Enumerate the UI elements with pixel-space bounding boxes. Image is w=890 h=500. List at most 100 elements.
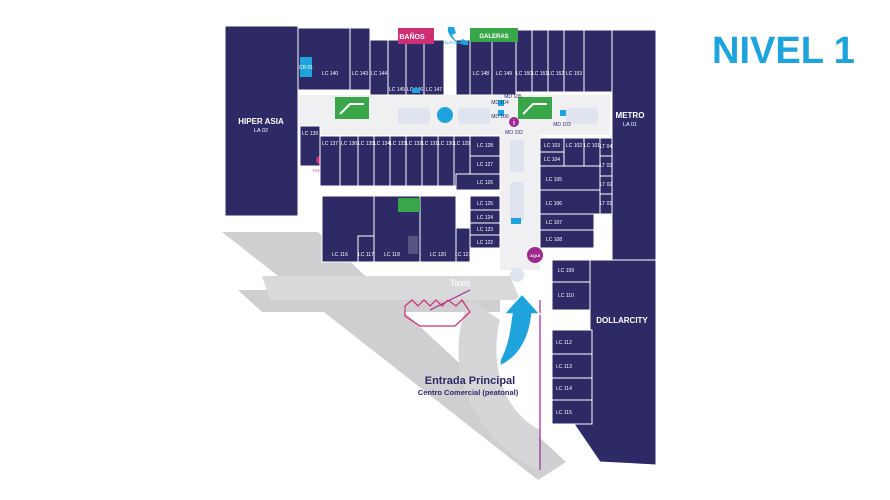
lt-column: LT 04 LT 03 LT 02 LT 01 [599, 137, 613, 215]
store-lc-126[interactable] [455, 173, 501, 191]
modules: MD 105 MD 104 MD 106 MD 103 MO 102 i [491, 94, 571, 136]
svg-text:LT 03: LT 03 [600, 163, 613, 169]
svg-text:LC 148: LC 148 [473, 71, 489, 77]
svg-text:TELÉFONO: TELÉFONO [443, 40, 462, 45]
store-lt-01[interactable] [599, 193, 613, 215]
svg-text:LC 149: LC 149 [496, 71, 512, 77]
svg-text:LC 117: LC 117 [358, 252, 374, 258]
escalator-icon-west [335, 97, 369, 119]
svg-text:MD 106: MD 106 [491, 114, 509, 120]
svg-text:MD 104: MD 104 [491, 100, 509, 106]
store-lc-151[interactable] [531, 29, 549, 93]
svg-text:LC 104: LC 104 [544, 157, 560, 163]
you-are-here-marker: AQUÍ [527, 247, 543, 263]
svg-text:LC 123: LC 123 [477, 227, 493, 233]
svg-text:LC 135: LC 135 [358, 141, 374, 147]
elevator-icon [408, 236, 418, 254]
svg-text:LC 105: LC 105 [546, 177, 562, 183]
info-icon[interactable] [509, 117, 519, 127]
svg-text:i: i [513, 120, 515, 127]
svg-text:LC 153: LC 153 [566, 71, 582, 77]
svg-text:MO 102: MO 102 [505, 130, 523, 136]
restroom-icon [398, 198, 420, 212]
svg-text:LA 02: LA 02 [254, 128, 268, 134]
store-lc-120[interactable] [419, 195, 457, 263]
svg-text:LC 124: LC 124 [477, 215, 493, 221]
block-lc-128-126: LC 128 LC 127 LC 126 [455, 135, 501, 191]
store-lc-149[interactable] [491, 39, 517, 96]
store-hiper-asia[interactable]: HIPER ASIA LA 02 [224, 25, 299, 217]
store-lc-110[interactable] [551, 281, 591, 311]
svg-text:LC 122: LC 122 [477, 240, 493, 246]
svg-text:BAÑOS: BAÑOS [399, 32, 425, 41]
svg-text:LC 137: LC 137 [322, 141, 338, 147]
svg-text:LC 147: LC 147 [426, 87, 442, 93]
entrance-subtitle: Centro Comercial (peatonal) [418, 388, 519, 397]
svg-text:LC 140: LC 140 [322, 71, 338, 77]
svg-text:LC 129: LC 129 [454, 141, 470, 147]
svg-text:LC 103: LC 103 [544, 143, 560, 149]
store-lc-105[interactable] [539, 165, 601, 191]
svg-text:METRO: METRO [616, 111, 645, 120]
store-lc-144[interactable] [369, 39, 389, 96]
svg-text:LC 112: LC 112 [556, 340, 572, 346]
store-lc-154[interactable] [583, 29, 613, 93]
store-lc-152[interactable] [547, 29, 565, 93]
store-lc-153[interactable] [563, 29, 585, 93]
store-lc-143[interactable] [349, 27, 371, 91]
svg-text:LC 126: LC 126 [477, 180, 493, 186]
store-lc-117[interactable] [357, 235, 375, 263]
taxis-label: Taxis [450, 278, 471, 288]
level-title: NIVEL 1 [712, 30, 855, 72]
store-lc-106[interactable] [539, 189, 601, 215]
svg-text:AQUÍ: AQUÍ [530, 253, 541, 258]
svg-text:LC 131: LC 131 [422, 141, 438, 147]
walkway-kiosks [398, 88, 598, 282]
entrance-title: Entrada Principal [425, 375, 515, 387]
store-lc-113[interactable] [551, 353, 593, 379]
entrance-arrow-icon [499, 292, 542, 368]
svg-text:LC 110: LC 110 [558, 293, 574, 299]
svg-text:MD 105: MD 105 [504, 94, 522, 100]
taxi-lane [262, 276, 520, 300]
store-lc-148[interactable] [469, 39, 493, 96]
southeast-block: LC 109 LC 110 LC 112 LC 113 LC 114 LC 11… [551, 259, 657, 466]
roads: Av. Aviación Taxis [222, 232, 566, 480]
svg-text:LC 102: LC 102 [566, 143, 582, 149]
telefono-icon: TELÉFONO [443, 27, 468, 46]
top-row-stores: LC 140 LC 143 LC 144 LC 145 LC 146 LC 14… [297, 27, 613, 96]
svg-text:LC 115: LC 115 [556, 410, 572, 416]
avenue-label: Av. Aviación [312, 347, 360, 357]
entrance-plaza [458, 300, 540, 470]
svg-text:LC 106: LC 106 [546, 201, 562, 207]
svg-text:LC 151: LC 151 [532, 71, 548, 77]
svg-text:LC 118: LC 118 [384, 252, 400, 258]
svg-text:LC 139: LC 139 [302, 131, 318, 137]
svg-text:LC 134: LC 134 [374, 141, 390, 147]
svg-text:LC 144: LC 144 [371, 71, 387, 77]
store-lc-122[interactable] [469, 234, 501, 249]
svg-text:HIPER ASIA: HIPER ASIA [238, 117, 284, 126]
store-lc-148a[interactable] [455, 39, 471, 96]
svg-text:GALERAS: GALERAS [479, 34, 508, 40]
svg-text:LT 04: LT 04 [600, 144, 613, 150]
svg-text:LC 121: LC 121 [455, 252, 471, 258]
store-metro[interactable]: METRO LA 01 [611, 29, 657, 261]
svg-text:LT 01: LT 01 [600, 201, 613, 207]
svg-text:LC 101: LC 101 [584, 143, 600, 149]
svg-text:LC 107: LC 107 [546, 220, 562, 226]
svg-text:LC 128: LC 128 [477, 143, 493, 149]
banos-sign: BAÑOS [398, 28, 434, 44]
svg-text:LC 133: LC 133 [390, 141, 406, 147]
store-lc-150[interactable] [515, 29, 533, 93]
svg-text:MD 103: MD 103 [553, 122, 571, 128]
store-lc-108[interactable] [539, 229, 595, 249]
svg-text:LC 113: LC 113 [556, 364, 572, 370]
store-lc-112[interactable] [551, 329, 593, 355]
svg-text:LC 150: LC 150 [516, 71, 532, 77]
svg-text:LC 114: LC 114 [556, 386, 572, 392]
store-cr-01[interactable]: CR 01 [299, 57, 313, 77]
store-lc-115[interactable] [551, 399, 593, 425]
svg-text:DOLLARCITY: DOLLARCITY [596, 316, 648, 325]
svg-text:LC 152: LC 152 [548, 71, 564, 77]
